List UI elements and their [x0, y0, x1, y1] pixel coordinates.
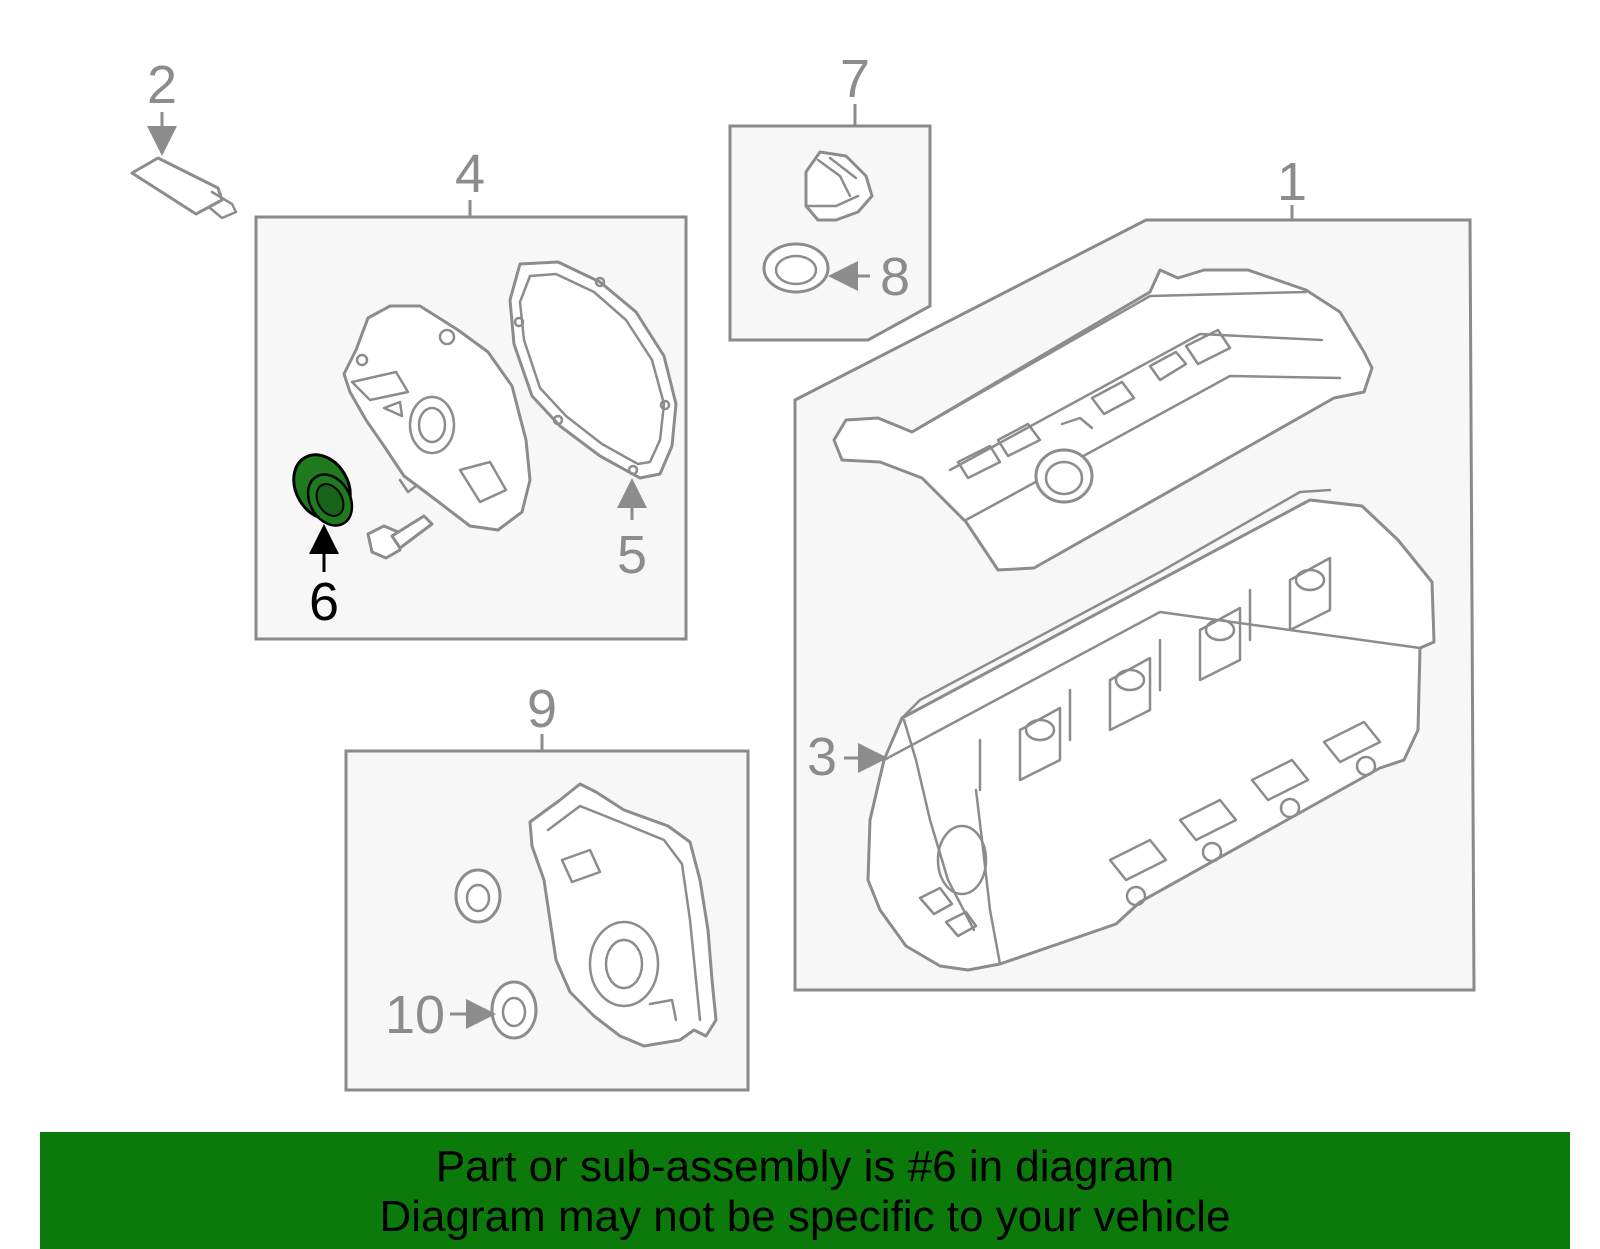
parts-diagram: 2 4 5	[130, 49, 1476, 1092]
part-6-seal-highlighted[interactable]: 6	[282, 445, 361, 632]
callout-7: 7	[840, 49, 870, 109]
callout-4: 4	[455, 144, 485, 204]
part-10-seal[interactable]: 10	[385, 980, 538, 1045]
callout-3: 3	[807, 727, 837, 787]
seal-small-icon	[454, 868, 502, 924]
part-2-sealant-tube[interactable]: 2	[130, 55, 238, 220]
callout-10: 10	[385, 985, 445, 1045]
part-4-upper-timing-cover[interactable]	[342, 304, 532, 532]
part-8-cap-seal[interactable]: 8	[762, 242, 910, 307]
banner-line-1: Part or sub-assembly is #6 in diagram	[435, 1142, 1175, 1191]
callout-8: 8	[880, 247, 910, 307]
banner-line-2: Diagram may not be specific to your vehi…	[379, 1192, 1231, 1241]
callout-9: 9	[527, 679, 557, 739]
part-5-gasket[interactable]: 5	[508, 260, 678, 585]
info-banner: Part or sub-assembly is #6 in diagram Di…	[40, 1132, 1570, 1249]
callout-1: 1	[1277, 152, 1307, 212]
callout-5: 5	[617, 525, 647, 585]
callout-6: 6	[309, 572, 339, 632]
part-valve-cover[interactable]	[832, 268, 1374, 572]
callout-2: 2	[147, 55, 177, 115]
part-7-oil-filler-cap[interactable]	[804, 150, 874, 222]
bolt-icon	[366, 514, 434, 560]
part-9-lower-timing-cover[interactable]	[528, 782, 718, 1048]
part-3-cylinder-head[interactable]: 3	[807, 488, 1436, 972]
